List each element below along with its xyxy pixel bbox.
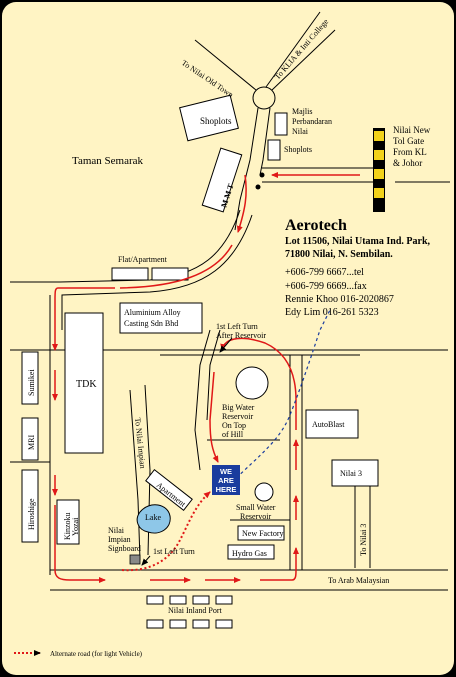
company-tel: +606-799 6667...tel <box>285 267 364 278</box>
autoblast-building <box>305 409 359 439</box>
big-reservoir-tank <box>235 366 269 400</box>
nilai3-building <box>331 459 379 487</box>
label-tolgate-2: Tol Gate <box>393 136 424 146</box>
label-tdk: TDK <box>76 379 97 390</box>
company-address-2: 71800 Nilai, N. Sembilan. <box>285 249 393 260</box>
tolgate-barrier <box>373 128 385 212</box>
junction-dot <box>259 172 265 178</box>
we-are-here-line1: WE <box>220 467 232 476</box>
hydro-gas-building <box>227 544 275 560</box>
port-building-8 <box>215 619 233 629</box>
legend-alt-road: Alternate road (for light Vehicle) <box>50 650 143 658</box>
tdk-building <box>64 312 104 454</box>
label-taman-semarak: Taman Semarak <box>72 155 144 167</box>
label-hiroshige: Hiroshige <box>27 498 36 530</box>
port-building-7 <box>192 619 210 629</box>
sumikei-building <box>21 351 39 405</box>
label-big-reservoir-4: of Hill <box>222 430 244 439</box>
label-first-left-reservoir-2: After Reservoir <box>216 331 266 340</box>
label-signboard-3: Signboard <box>108 544 141 553</box>
junction-dot <box>255 184 261 190</box>
label-kinzoku-1: Kinzoku <box>63 512 72 540</box>
kinzoku-building <box>56 499 80 545</box>
label-flat: Flat/Apartment <box>118 255 168 264</box>
label-mri: MRI <box>27 435 36 450</box>
company-contact-1: Rennie Khoo 016-2020867 <box>285 294 394 305</box>
label-big-reservoir-3: On Top <box>222 421 246 430</box>
turn-arrow <box>219 337 233 353</box>
company-name: Aerotech <box>285 217 347 234</box>
label-small-reservoir-2: Reservoir <box>240 512 271 521</box>
label-aluminium-2: Casting Sdn Bhd <box>124 319 178 328</box>
company-fax: +606-799 6669...fax <box>285 281 367 292</box>
new-factory-building <box>237 525 285 541</box>
label-big-reservoir-2: Reservoir <box>222 412 253 421</box>
company-contact-2: Edy Lim 016-261 5323 <box>285 307 379 318</box>
alternate-route <box>121 491 211 572</box>
label-big-reservoir-1: Big Water <box>222 403 255 412</box>
port-building-3 <box>192 595 210 605</box>
signboard-marker <box>129 554 141 565</box>
main-route <box>52 172 360 583</box>
label-signboard-2: Impian <box>108 535 131 544</box>
road-label-arab-malaysian: To Arab Malaysian <box>328 576 389 585</box>
label-signboard-1: Nilai <box>108 526 125 535</box>
label-autoblast: AutoBlast <box>312 420 345 429</box>
buildings <box>21 94 379 629</box>
label-sumikei: Sumikei <box>27 369 36 396</box>
label-tolgate-4: & Johor <box>393 158 422 168</box>
mri-building <box>21 417 39 461</box>
port-building-1 <box>146 595 164 605</box>
label-majlis-1: Majlis <box>292 107 312 116</box>
port-building-5 <box>146 619 164 629</box>
lake <box>136 504 171 534</box>
road-label-nilai3: To Nilai 3 <box>359 524 368 556</box>
shoplots-top-building <box>179 94 239 142</box>
label-hydro-gas: Hydro Gas <box>232 549 267 558</box>
small-reservoir-tank <box>254 482 274 502</box>
label-kinzoku-2: Yozai <box>71 517 80 536</box>
aluminium-building <box>119 302 203 334</box>
label-nilai3: Nilai 3 <box>340 469 362 478</box>
mmt-building <box>201 147 243 213</box>
label-inland-port: Nilai Inland Port <box>168 606 223 615</box>
majlis-building <box>274 112 288 136</box>
we-are-here-line2: ARE <box>218 476 234 485</box>
apartment-building <box>145 469 193 511</box>
label-shoplots-top: Shoplots <box>200 116 232 126</box>
label-lake: Lake <box>145 513 161 522</box>
port-building-2 <box>169 595 187 605</box>
port-building-6 <box>169 619 187 629</box>
label-tolgate-3: From KL <box>393 147 427 157</box>
label-tolgate-1: Nilai New <box>393 125 431 135</box>
label-new-factory: New Factory <box>242 529 284 538</box>
label-majlis-2: Perbandaran <box>292 117 332 126</box>
label-aluminium-1: Aluminium Alloy <box>124 308 181 317</box>
label-majlis-3: Nilai <box>292 127 309 136</box>
label-first-left-reservoir-1: 1st Left Turn <box>216 322 258 331</box>
we-are-here-line3: HERE <box>216 485 237 494</box>
port-building-4 <box>215 595 233 605</box>
hiroshige-building <box>21 469 39 543</box>
flat-building-2 <box>151 267 189 281</box>
road-label-first-left: 1st Left Turn <box>153 547 195 556</box>
turn-arrow <box>141 555 151 566</box>
we-are-here-marker: WE ARE HERE <box>212 465 240 495</box>
company-address-1: Lot 11506, Nilai Utama Ind. Park, <box>285 236 431 247</box>
flat-building-1 <box>111 267 149 281</box>
shoplots-right-building <box>267 139 281 161</box>
label-shoplots-right: Shoplots <box>284 145 312 154</box>
label-small-reservoir-1: Small Water <box>236 503 276 512</box>
roundabout <box>252 86 276 110</box>
